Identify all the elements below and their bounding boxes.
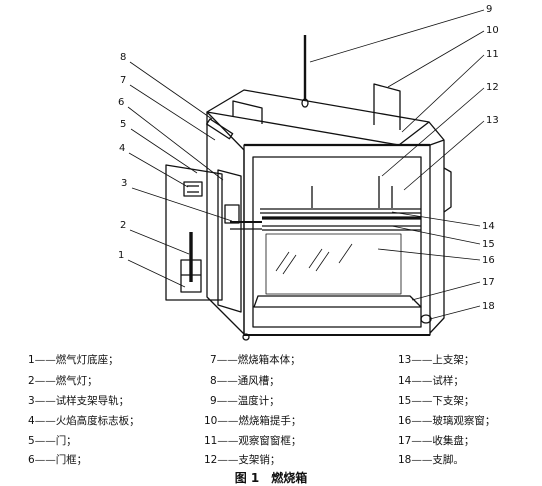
- legend-item: 6——门框；: [28, 454, 88, 466]
- legend-item: 13——上支架；: [398, 354, 475, 366]
- callout-4: 4: [119, 143, 125, 154]
- legend-item: 14——试样；: [398, 375, 464, 387]
- legend-item: 12——支架销；: [204, 454, 281, 466]
- legend-item: 7——燃烧箱本体；: [210, 354, 301, 366]
- callout-6: 6: [118, 97, 124, 108]
- callout-11: 11: [486, 49, 499, 60]
- legend-item: 5——门；: [28, 435, 77, 447]
- door: [165, 164, 223, 301]
- caption-label: 图 1: [234, 471, 260, 485]
- legend-item: 3——试样支架导轨；: [28, 395, 130, 407]
- legend-item: 8——通风槽；: [210, 375, 280, 387]
- callout-8: 8: [120, 52, 126, 63]
- callout-16: 16: [482, 255, 495, 266]
- legend-item: 16——玻璃观察窗；: [398, 415, 496, 427]
- callout-18: 18: [482, 301, 495, 312]
- callout-2: 2: [120, 220, 126, 231]
- vent-slot: [206, 118, 234, 140]
- callout-17: 17: [482, 277, 495, 288]
- handle-left: [232, 100, 263, 124]
- legend-item: 10——燃烧箱提手；: [204, 415, 302, 427]
- callout-9: 9: [486, 4, 492, 15]
- caption-title: 燃烧箱: [271, 471, 308, 485]
- callout-12: 12: [486, 82, 499, 93]
- legend-item: 15——下支架；: [398, 395, 475, 407]
- legend-item: 11——观察窗窗框；: [204, 435, 302, 447]
- callout-5: 5: [120, 119, 126, 130]
- callout-14: 14: [482, 221, 495, 232]
- figure-caption: 图 1 燃烧箱: [0, 469, 542, 486]
- legend-item: 1——燃气灯底座；: [28, 354, 119, 366]
- legend-item: 2——燃气灯；: [28, 375, 98, 387]
- door-frame: [217, 169, 242, 313]
- callout-3: 3: [121, 178, 127, 189]
- legend-item: 9——温度计；: [210, 395, 280, 407]
- callout-1: 1: [118, 250, 124, 261]
- callout-13: 13: [486, 115, 499, 126]
- legend-item: 17——收集盘；: [398, 435, 475, 447]
- flame-height-marker: [183, 181, 203, 197]
- callout-15: 15: [482, 239, 495, 250]
- legend-item: 18——支脚。: [398, 454, 464, 466]
- box-top-panel: [206, 89, 430, 146]
- callout-7: 7: [120, 75, 126, 86]
- burner-base: [180, 259, 202, 293]
- handle-right: [373, 83, 401, 130]
- glass-window: [265, 233, 402, 295]
- collection-tray: [253, 295, 422, 308]
- callout-10: 10: [486, 25, 499, 36]
- legend-item: 4——火焰高度标志板；: [28, 415, 140, 427]
